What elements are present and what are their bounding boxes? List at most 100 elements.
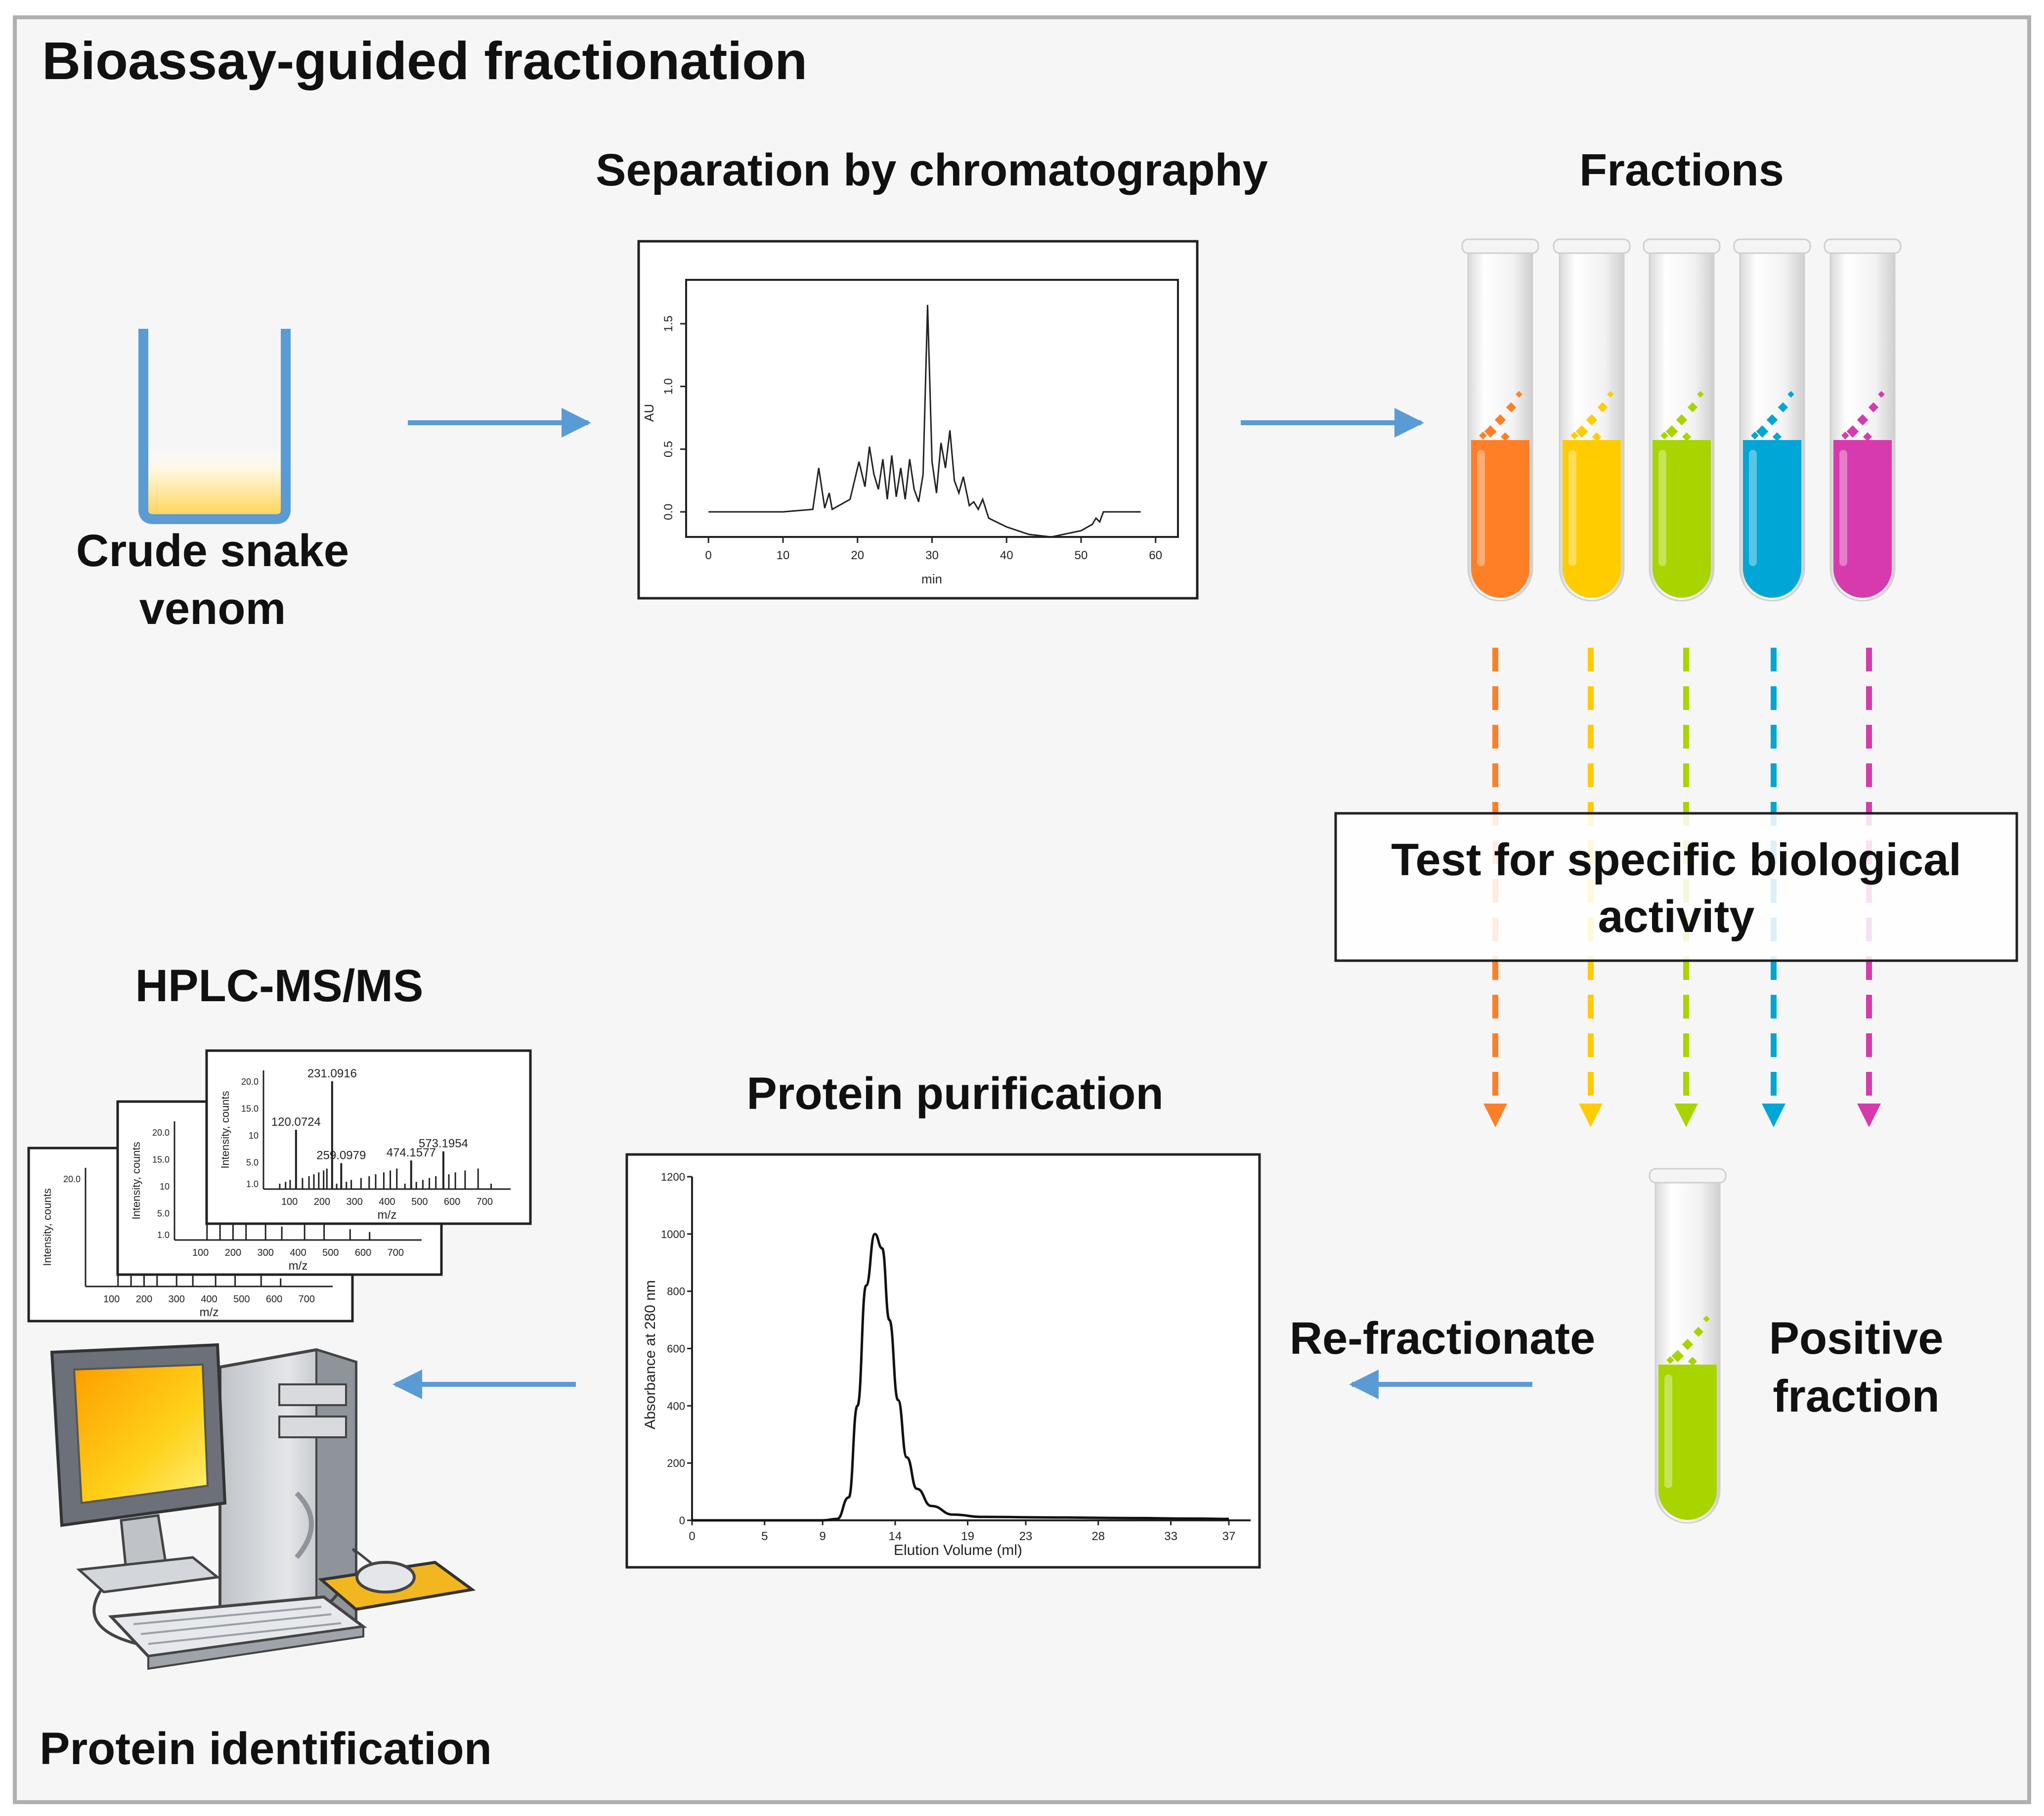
tube-liquid [1833,440,1892,598]
ms-ytick-label: 5.0 [157,1208,170,1218]
tube-bubble [1751,432,1759,440]
tube-bubble [1660,432,1668,440]
identification-label: Protein identification [40,1724,492,1774]
tube-bubble [1479,432,1487,440]
ms-ytick-label: 1.0 [157,1230,170,1240]
tube-bubble [1570,432,1578,440]
chromatogram-xtick-label: 30 [925,549,939,562]
purification-xtick-label: 23 [1019,1530,1033,1543]
dashed-arrow-head [1674,1104,1698,1127]
ms-xtick-label: 700 [299,1294,315,1305]
tube-bubble [1687,402,1698,413]
ms-ytick-label: 10 [249,1131,259,1141]
test-tube-icon [1733,238,1811,602]
fraction-tubes [1461,238,1902,602]
hplc-label: HPLC-MS/MS [135,961,424,1011]
tube-bubble [1500,432,1510,442]
chromatogram-xtick-label: 40 [1000,549,1013,562]
tube-shine [1749,450,1757,566]
separation-label: Separation by chromatography [596,145,1268,195]
ms-xtick-label: 500 [322,1247,339,1258]
chromatogram-xtick-label: 20 [851,549,864,562]
ms-xtick-label: 100 [103,1294,120,1305]
tube-bubble [1878,391,1885,398]
ms-xtick-label: 200 [225,1247,241,1258]
ms-peak-label: 120.0724 [271,1115,321,1129]
tube-bubble [1766,414,1778,426]
ms-ytick-label: 15.0 [152,1154,170,1164]
tube-rim [1553,238,1631,254]
tube-rim [1649,1168,1727,1184]
purification-xtick-label: 28 [1091,1530,1105,1543]
purification-xtick-label: 33 [1164,1530,1177,1543]
tube-bubble [1682,1338,1694,1350]
ms-panel [205,1049,532,1225]
dashed-arrow-head [1579,1104,1603,1127]
crude-venom-label-2: venom [139,583,286,634]
ms-xtick-label: 700 [388,1247,404,1258]
purification-panel [625,1153,1261,1569]
tube-bubble [1506,402,1517,413]
dashed-arrow-head [1857,1104,1881,1127]
ms-peak-label: 259.0979 [316,1149,366,1162]
ms-xtick-label: 200 [314,1196,330,1207]
diagram-title: Bioassay-guided fractionation [42,31,807,90]
purification-xtick-label: 37 [1222,1530,1236,1543]
dashed-arrow [1483,648,1507,1127]
purification-ytick-label: 800 [667,1285,685,1298]
tube-rim [1461,238,1539,254]
ms-xtick-label: 700 [477,1196,493,1207]
purification-xtick-label: 0 [689,1530,695,1543]
ms-peak-label: 474.1577 [387,1146,436,1159]
tube-bubble [1772,432,1782,442]
test-activity-box [1334,812,2018,962]
test-tube-icon [1461,238,1539,602]
ms-ylabel: Intensity, counts [41,1188,53,1266]
dashed-arrow-head [1762,1104,1785,1127]
chromatogram-xtick-label: 50 [1075,549,1088,562]
ms-xtick-label: 600 [355,1247,371,1258]
test-tube-icon [1824,238,1902,602]
chromatogram-ytick-label: 1.5 [662,315,675,332]
dashed-arrow [1674,648,1698,1127]
tube-bubble [1857,414,1869,426]
tube-bubble [1494,414,1506,426]
chromatogram-xtick-label: 10 [777,549,790,562]
tube-rim [1824,238,1902,254]
chromatogram-ytick-label: 0.5 [662,441,675,457]
chromatogram-panel [637,240,1199,600]
purification-ytick-label: 600 [667,1343,685,1355]
ms-xlabel: m/z [378,1208,397,1222]
positive-fraction-label-2: fraction [1773,1371,1939,1421]
ms-peak-label: 231.0916 [307,1067,357,1080]
ms-xlabel: m/z [200,1306,219,1319]
crude-venom-label-1: Crude snake [76,526,349,576]
ms-ylabel: Intensity, counts [219,1091,231,1168]
positive-fraction-tube [1649,1168,1727,1524]
tube-bubble [1607,391,1614,398]
ms-xlabel: m/z [289,1259,308,1273]
chromatogram-xlabel: min [921,572,942,586]
ms-xtick-label: 300 [347,1196,363,1207]
tube-bubble [1666,1356,1674,1364]
purification-xtick-label: 14 [889,1530,902,1543]
purification-trace [692,1233,1229,1522]
chromatogram-ytick-label: 1.0 [662,378,675,395]
tube-shine [1658,450,1666,566]
ms-xtick-label: 100 [192,1247,209,1258]
purification-ytick-label: 400 [667,1400,685,1412]
monitor-icon [50,1343,227,1594]
tube-bubble [1682,432,1692,442]
ms-ytick-label: 10 [160,1182,170,1192]
ms-xtick-label: 400 [201,1294,217,1305]
purification-ytick-label: 1000 [661,1228,685,1240]
purification-label: Protein purification [746,1068,1163,1119]
chromatogram-ylabel: AU [642,404,656,422]
tube-bubble [1868,402,1879,413]
ms-xtick-label: 200 [136,1294,152,1305]
ms-xtick-label: 400 [379,1196,395,1207]
chromatogram-xtick-label: 60 [1149,549,1162,562]
